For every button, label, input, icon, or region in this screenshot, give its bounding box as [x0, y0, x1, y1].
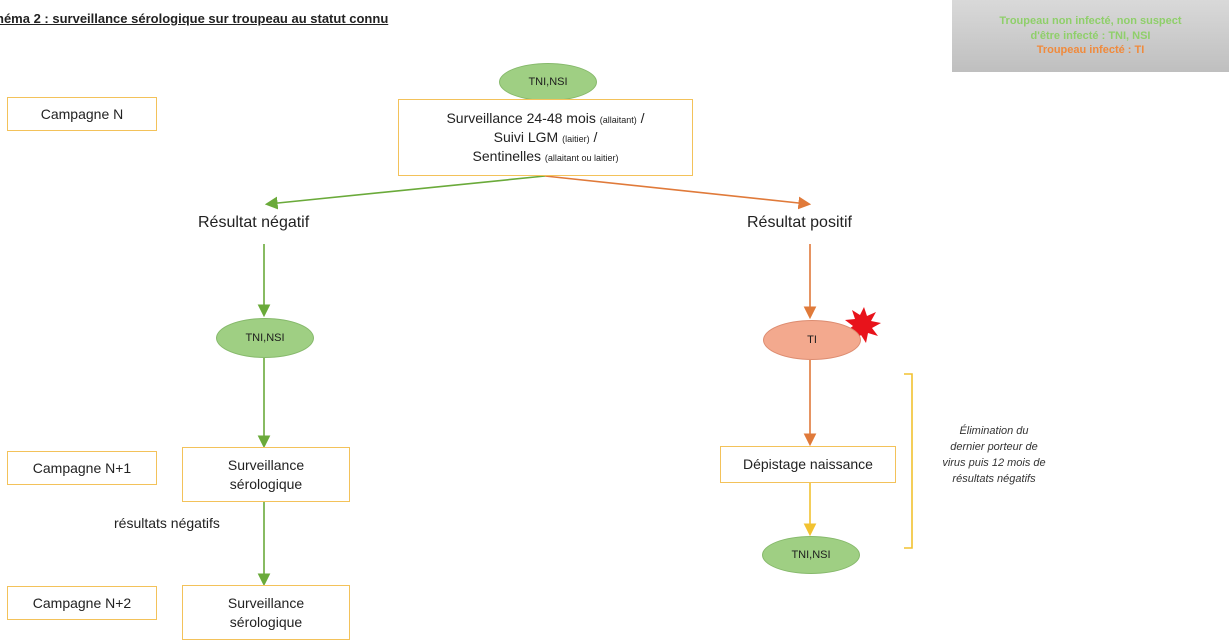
arrow-to-negative: [264, 175, 546, 210]
surveillance-box-n1: Surveillance sérologique: [182, 447, 350, 502]
legend: Troupeau non infecté, non suspect d'être…: [952, 0, 1229, 72]
top-line3-small: (allaitant ou laitier): [544, 152, 619, 163]
surveillance-box-n2: Surveillance sérologique: [182, 585, 350, 640]
page-title: héma 2 : surveillance sérologique sur tr…: [0, 11, 389, 26]
burst-icon: [845, 307, 881, 343]
surveillance-n1-line1: Surveillance: [227, 456, 305, 473]
campaign-n1: Campagne N+1: [7, 451, 157, 485]
top-line2-main: Suivi LGM: [493, 129, 559, 146]
campaign-n-label: Campagne N: [40, 105, 124, 122]
top-oval: TNI,NSI: [499, 63, 597, 101]
top-line2-sep: /: [593, 129, 598, 146]
top-line1: Surveillance 24-48 mois (allaitant) /: [446, 109, 644, 128]
note-line3: virus puis 12 mois de: [942, 456, 1046, 469]
final-oval: TNI,NSI: [762, 536, 860, 574]
ti-oval: TI: [763, 320, 861, 360]
campaign-n2-label: Campagne N+2: [32, 594, 132, 611]
campaign-n2: Campagne N+2: [7, 586, 157, 620]
positive-result: Résultat positif: [747, 214, 852, 231]
campaign-n1-label: Campagne N+1: [32, 459, 132, 476]
legend-line1: Troupeau non infecté, non suspect: [999, 14, 1182, 27]
depistage-label: Dépistage naissance: [743, 456, 873, 473]
top-line1-small: (allaitant): [599, 115, 637, 126]
campaign-n: Campagne N: [7, 97, 157, 131]
legend-line3: Troupeau infecté : TI: [1036, 44, 1145, 57]
top-line3-main: Sentinelles: [472, 147, 542, 164]
note-line1: Élimination du: [959, 425, 1029, 437]
top-oval-label: TNI,NSI: [528, 76, 568, 88]
arrow-to-positive: [544, 175, 812, 210]
negative-oval: TNI,NSI: [216, 318, 314, 358]
surveillance-n2-line1: Surveillance: [227, 594, 305, 611]
top-line1-main: Surveillance 24-48 mois: [446, 110, 596, 127]
surveillance-n2-line2: sérologique: [229, 613, 303, 630]
legend-line2: d'être infecté : TNI, NSI: [1030, 29, 1151, 42]
bracket: [904, 373, 913, 549]
note-line4: résultats négatifs: [952, 472, 1036, 485]
elimination-note: Élimination du dernier porteur de virus …: [934, 424, 1054, 488]
negative-result: Résultat négatif: [198, 214, 310, 231]
negative-results-label: résultats négatifs: [114, 515, 220, 531]
top-line2: Suivi LGM (laitier) /: [494, 128, 598, 147]
note-line2: dernier porteur de: [950, 440, 1038, 453]
top-line1-sep: /: [640, 110, 645, 127]
ti-oval-label: TI: [807, 334, 817, 346]
final-oval-label: TNI,NSI: [791, 549, 831, 561]
depistage-box: Dépistage naissance: [720, 446, 896, 483]
top-line3: Sentinelles (allaitant ou laitier): [473, 147, 619, 166]
surveillance-n1-line2: sérologique: [229, 475, 303, 492]
top-surveillance-box: Surveillance 24-48 mois (allaitant) / Su…: [398, 99, 693, 176]
top-line2-small: (laitier): [562, 134, 590, 145]
negative-oval-label: TNI,NSI: [245, 332, 285, 344]
